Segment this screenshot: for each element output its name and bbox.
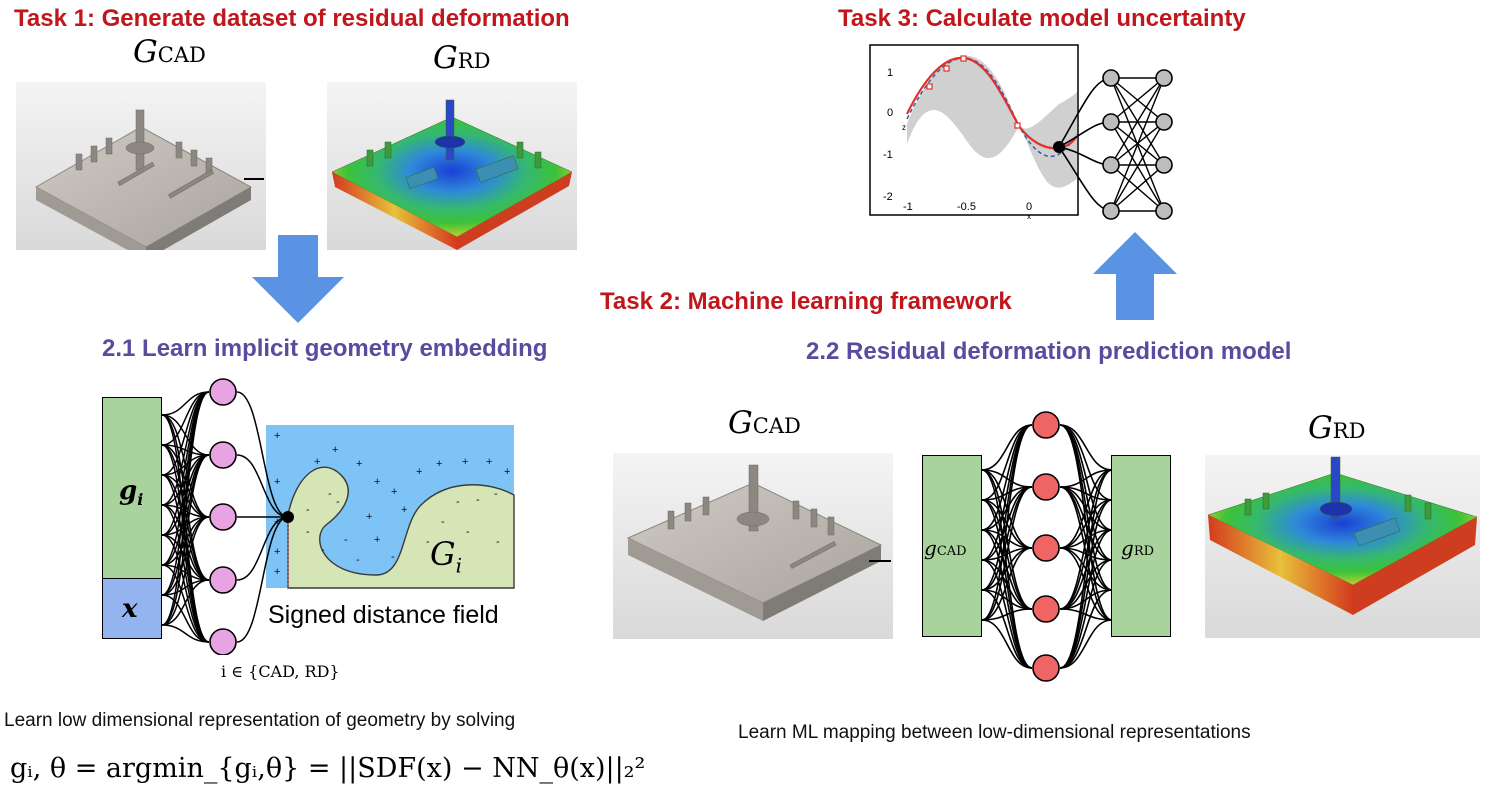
task3-title: Task 3: Calculate model uncertainty bbox=[838, 5, 1246, 32]
sdf-plus-1: + bbox=[274, 476, 280, 488]
rd-latent-label: gRD bbox=[1121, 536, 1155, 560]
grd-label-task1: GRD bbox=[433, 40, 491, 76]
prediction-network bbox=[981, 411, 1113, 682]
x-axis-label: x bbox=[1027, 212, 1031, 221]
rd-latent-box bbox=[1111, 455, 1171, 637]
ytick-neg1: -1 bbox=[883, 149, 893, 161]
embed-neuron-3 bbox=[209, 566, 237, 594]
cad-latent-box bbox=[922, 455, 982, 637]
sdf-panel: ++++++++++++++++++--------------- bbox=[266, 425, 515, 589]
embedding-equation: gᵢ, θ = argmin_{gᵢ,θ} = ||SDF(x) − NN_θ(… bbox=[10, 753, 646, 784]
predict-neuron-0 bbox=[1032, 411, 1060, 439]
coordinate-box bbox=[102, 578, 162, 639]
predict-neuron-2 bbox=[1032, 534, 1060, 562]
uncert-neuron-a3 bbox=[1102, 202, 1120, 220]
sdf-plus-11: + bbox=[391, 486, 397, 498]
sdf-caption: Signed distance field bbox=[268, 601, 499, 629]
latent-code-label: gi bbox=[119, 476, 144, 510]
index-set-label: i ∈ {CAD, RD} bbox=[221, 662, 340, 681]
section22-title: 2.2 Residual deformation prediction mode… bbox=[806, 338, 1292, 365]
predict-neuron-1 bbox=[1032, 473, 1060, 501]
sdf-minus-13: - bbox=[496, 536, 500, 548]
sdf-minus-10: - bbox=[441, 516, 445, 528]
uncert-neuron-a0 bbox=[1102, 69, 1120, 87]
predict-neuron-4 bbox=[1032, 654, 1060, 682]
sdf-plus-17: + bbox=[504, 466, 510, 478]
sdf-plus-4: + bbox=[274, 566, 280, 578]
sdf-minus-2: - bbox=[306, 526, 310, 538]
sdf-plus-7: + bbox=[356, 458, 362, 470]
rd-part-render-22 bbox=[1205, 455, 1480, 638]
sdf-minus-14: - bbox=[391, 551, 395, 563]
ytick-1: 1 bbox=[887, 67, 893, 79]
y-axis-label: z bbox=[902, 123, 906, 132]
uncert-neuron-a2 bbox=[1102, 156, 1120, 174]
embed-neuron-1 bbox=[209, 441, 237, 469]
xtick-neg05: -0.5 bbox=[957, 201, 976, 213]
sdf-minus-11: - bbox=[466, 526, 470, 538]
predict-neuron-3 bbox=[1032, 595, 1060, 623]
embed-neuron-4 bbox=[209, 628, 237, 655]
region-label: Gi bbox=[430, 535, 462, 578]
sdf-plus-3: + bbox=[274, 546, 280, 558]
task2-title: Task 2: Machine learning framework bbox=[600, 288, 1012, 315]
sdf-minus-8: - bbox=[476, 494, 480, 506]
sdf-plus-14: + bbox=[436, 458, 442, 470]
sdf-plus-0: + bbox=[274, 430, 280, 442]
down-arrow bbox=[252, 235, 344, 323]
embedding-description: Learn low dimensional representation of … bbox=[4, 710, 516, 731]
task1-title: Task 1: Generate dataset of residual def… bbox=[14, 5, 570, 32]
sdf-plus-10: + bbox=[374, 534, 380, 546]
sdf-minus-0: - bbox=[306, 504, 310, 516]
xtick-0: 0 bbox=[1026, 201, 1032, 213]
sdf-plus-6: + bbox=[332, 444, 338, 456]
grd-label-22: GRD bbox=[1308, 410, 1366, 446]
cad-part-render-22 bbox=[613, 453, 893, 639]
sdf-minus-5: - bbox=[356, 554, 360, 566]
sdf-minus-1: - bbox=[328, 488, 332, 500]
xtick-neg1: -1 bbox=[903, 201, 913, 213]
prediction-description: Learn ML mapping between low-dimensional… bbox=[738, 722, 1251, 743]
sdf-plus-13: + bbox=[416, 466, 422, 478]
uncert-neuron-b0 bbox=[1155, 69, 1173, 87]
sdf-minus-3: - bbox=[321, 544, 325, 556]
cad-part-render bbox=[16, 82, 266, 250]
latent-code-box bbox=[102, 397, 162, 579]
sdf-plus-16: + bbox=[486, 456, 492, 468]
sdf-plus-12: + bbox=[401, 504, 407, 516]
uncert-neuron-a1 bbox=[1102, 113, 1120, 131]
rd-part-render bbox=[327, 82, 577, 250]
sdf-minus-6: - bbox=[336, 496, 340, 508]
uncert-neuron-b3 bbox=[1155, 202, 1173, 220]
sdf-plus-5: + bbox=[314, 456, 320, 468]
up-arrow bbox=[1093, 232, 1177, 320]
uncert-neuron-b2 bbox=[1155, 156, 1173, 174]
gcad-label-task1: GCAD bbox=[133, 34, 206, 70]
cad-latent-label: gCAD bbox=[924, 536, 967, 560]
gcad-label-22: GCAD bbox=[728, 405, 801, 441]
sdf-minus-9: - bbox=[494, 488, 498, 500]
sdf-plus-15: + bbox=[462, 456, 468, 468]
sdf-plus-9: + bbox=[366, 511, 372, 523]
sdf-minus-7: - bbox=[456, 496, 460, 508]
embedding-network bbox=[161, 378, 294, 655]
uncert-neuron-b1 bbox=[1155, 113, 1173, 131]
ytick-neg2: -2 bbox=[883, 191, 893, 203]
sdf-plus-8: + bbox=[374, 476, 380, 488]
sdf-minus-12: - bbox=[426, 536, 430, 548]
ytick-0: 0 bbox=[887, 107, 893, 119]
embed-neuron-0 bbox=[209, 378, 237, 406]
section21-title: 2.1 Learn implicit geometry embedding bbox=[102, 335, 548, 362]
coordinate-label: x bbox=[122, 594, 138, 624]
uncertainty-plot: 1 0 -1 -2 -1 -0.5 0 z x bbox=[869, 44, 1173, 221]
sdf-minus-4: - bbox=[344, 534, 348, 546]
embed-neuron-2 bbox=[209, 503, 237, 531]
